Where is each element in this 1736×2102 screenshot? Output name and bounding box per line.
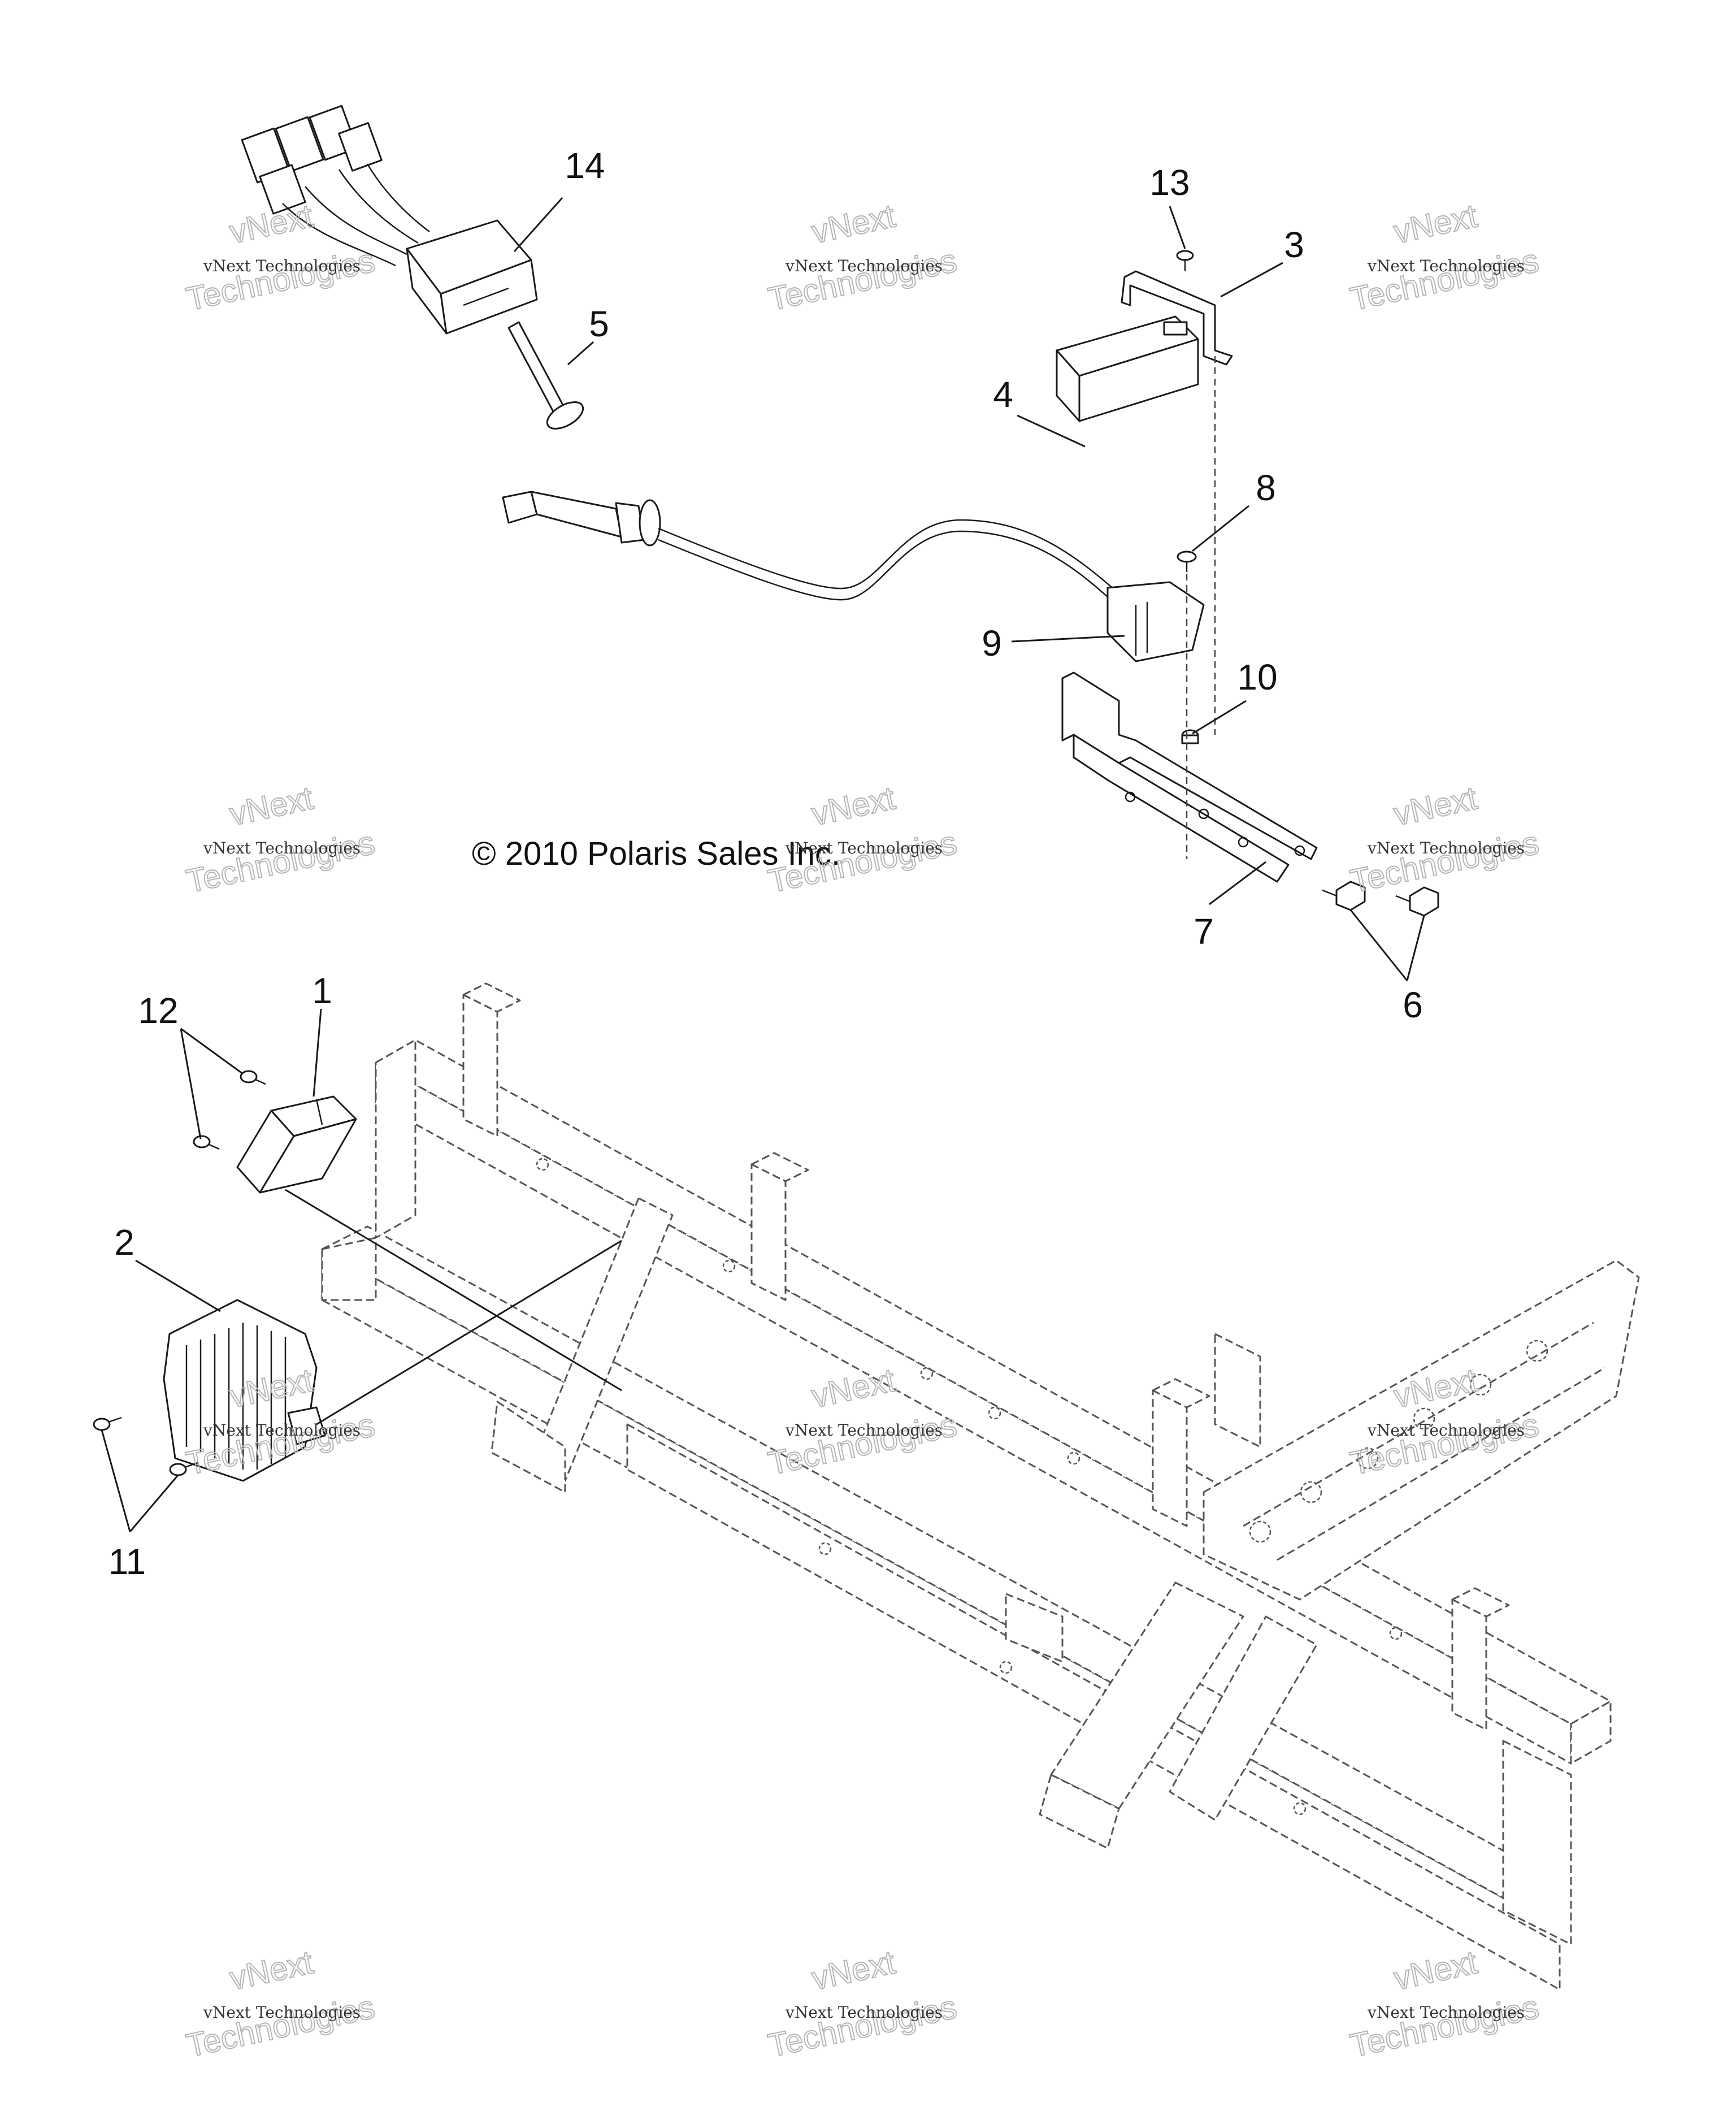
part-7-mounting-bracket xyxy=(1061,671,1318,883)
watermark-label: vNext Technologies xyxy=(1367,257,1525,275)
watermark-technologies: Technologies xyxy=(1347,1988,1542,2064)
part-9-sensor-cable xyxy=(502,491,1205,662)
part-14-connector-module xyxy=(241,105,538,335)
watermark-vnext: vNext xyxy=(809,779,899,833)
watermark-vnext: vNext xyxy=(1391,1944,1481,1997)
part-12-screws xyxy=(193,1070,266,1150)
watermark-technologies: Technologies xyxy=(765,242,960,318)
watermark-technologies: Technologies xyxy=(183,242,378,318)
callout-2: 2 xyxy=(114,1222,134,1263)
leader-lines xyxy=(101,197,1425,1532)
watermark-label: vNext Technologies xyxy=(203,2003,361,2022)
callout-1: 1 xyxy=(312,970,332,1011)
watermark-label: vNext Technologies xyxy=(1367,2003,1525,2022)
copyright-notice: © 2010 Polaris Sales Inc. xyxy=(472,835,840,872)
watermark-vnext: vNext xyxy=(809,197,899,250)
watermark-technologies: Technologies xyxy=(183,1988,378,2064)
watermark-technologies: Technologies xyxy=(1347,824,1542,900)
watermark-vnext: vNext xyxy=(227,779,316,833)
callout-5: 5 xyxy=(589,304,609,344)
part-13-screw xyxy=(1176,250,1194,271)
watermark-vnext: vNext xyxy=(227,197,316,250)
watermark-vnext: vNext xyxy=(809,1362,899,1415)
vehicle-frame xyxy=(321,982,1640,1991)
watermark-vnext: vNext xyxy=(1391,779,1481,833)
watermark-label: vNext Technologies xyxy=(203,257,361,275)
watermark-vnext: vNext xyxy=(1391,197,1481,250)
watermark-label: vNext Technologies xyxy=(1367,1421,1525,1440)
callout-9: 9 xyxy=(982,623,1002,664)
watermark-technologies: Technologies xyxy=(183,824,378,900)
callout-6: 6 xyxy=(1403,985,1423,1025)
callout-13: 13 xyxy=(1149,162,1190,203)
watermark-label: vNext Technologies xyxy=(203,839,361,857)
callout-8: 8 xyxy=(1256,467,1276,508)
watermark-vnext: vNext xyxy=(809,1944,899,1997)
callout-10: 10 xyxy=(1237,657,1277,697)
callout-12: 12 xyxy=(138,990,178,1031)
watermark-label: vNext Technologies xyxy=(785,839,943,857)
part-6-bolts xyxy=(1322,881,1439,917)
callout-14: 14 xyxy=(565,145,605,186)
watermark-label: vNext Technologies xyxy=(785,1421,943,1440)
callout-3: 3 xyxy=(1284,224,1304,265)
callout-4: 4 xyxy=(993,374,1013,415)
watermark-technologies: Technologies xyxy=(765,1988,960,2064)
callout-7: 7 xyxy=(1194,911,1214,952)
part-2-regulator xyxy=(163,1299,326,1482)
watermark-vnext: vNext xyxy=(227,1944,316,1997)
part-8-screw xyxy=(1177,551,1197,572)
part-5-push-pin xyxy=(507,321,584,430)
callout-11: 11 xyxy=(108,1541,146,1582)
watermark-technologies: Technologies xyxy=(1347,242,1542,318)
assembly-lines xyxy=(285,356,1216,1425)
watermark-label: vNext Technologies xyxy=(1367,839,1525,857)
watermark-technologies: Technologies xyxy=(765,1406,960,1482)
watermark-label: vNext Technologies xyxy=(203,1421,361,1440)
part-4-module xyxy=(1056,315,1199,422)
part-1-module xyxy=(236,1095,357,1194)
watermark-label: vNext Technologies xyxy=(785,2003,943,2022)
watermark-label: vNext Technologies xyxy=(785,257,943,275)
callouts: 14 5 13 3 4 8 9 10 7 6 1 12 2 11 xyxy=(108,145,1423,1582)
